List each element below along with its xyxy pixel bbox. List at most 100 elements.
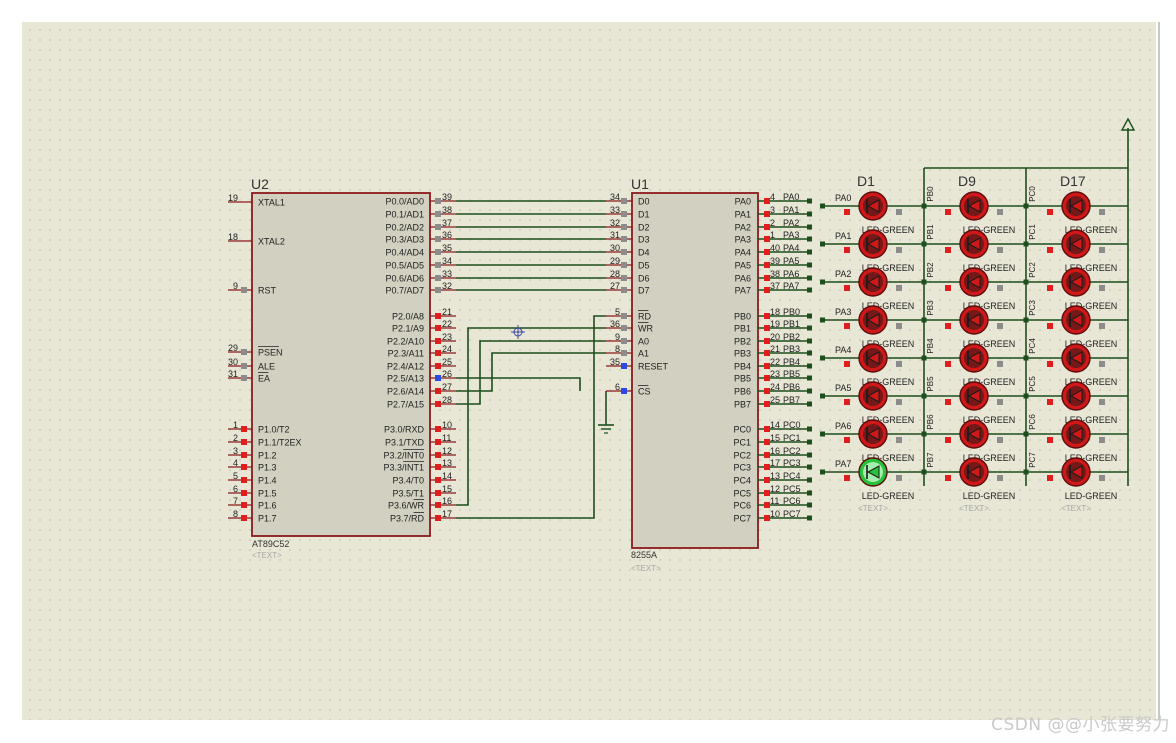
scrollbar[interactable]: [1158, 22, 1160, 720]
u1-8255a[interactable]: U1 8255A <TEXT>: [631, 176, 759, 573]
u1-body[interactable]: [631, 192, 759, 549]
schematic-sheet[interactable]: [22, 22, 1156, 720]
u2-at89c52[interactable]: U2 AT89C52 <TEXT>: [251, 176, 431, 560]
u2-body[interactable]: [251, 192, 431, 537]
